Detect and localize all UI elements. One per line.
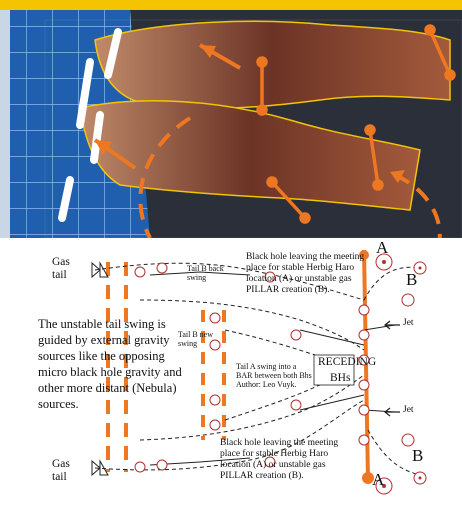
bh-top-note: Black hole leaving the meeting place for… (246, 252, 364, 296)
explanation-text: The unstable tail swing is guided by ext… (38, 316, 188, 412)
jet-top-label: Jet (403, 318, 414, 329)
receding-label: RECEDING (318, 356, 376, 369)
label-a-bottom: A (372, 470, 384, 490)
gas-tail-bottom-label: Gas tail (52, 458, 70, 484)
top-frame-bar (0, 0, 462, 10)
label-b-top: B (406, 270, 417, 290)
label-a-top: A (376, 238, 388, 258)
tail-b-back-label: Tail B back swing (187, 264, 224, 282)
gas-tail-top-label: Gas tail (52, 256, 70, 282)
label-b-bottom: B (412, 446, 423, 466)
upper-pillar (95, 21, 450, 108)
bh-bottom-note: Black hole leaving the meeting place for… (220, 438, 338, 482)
bhs-label: BHs (330, 372, 350, 385)
tail-a-label: Tail A swing into a BAR between both Bhs… (236, 362, 312, 390)
jet-bottom-label: Jet (403, 405, 414, 416)
